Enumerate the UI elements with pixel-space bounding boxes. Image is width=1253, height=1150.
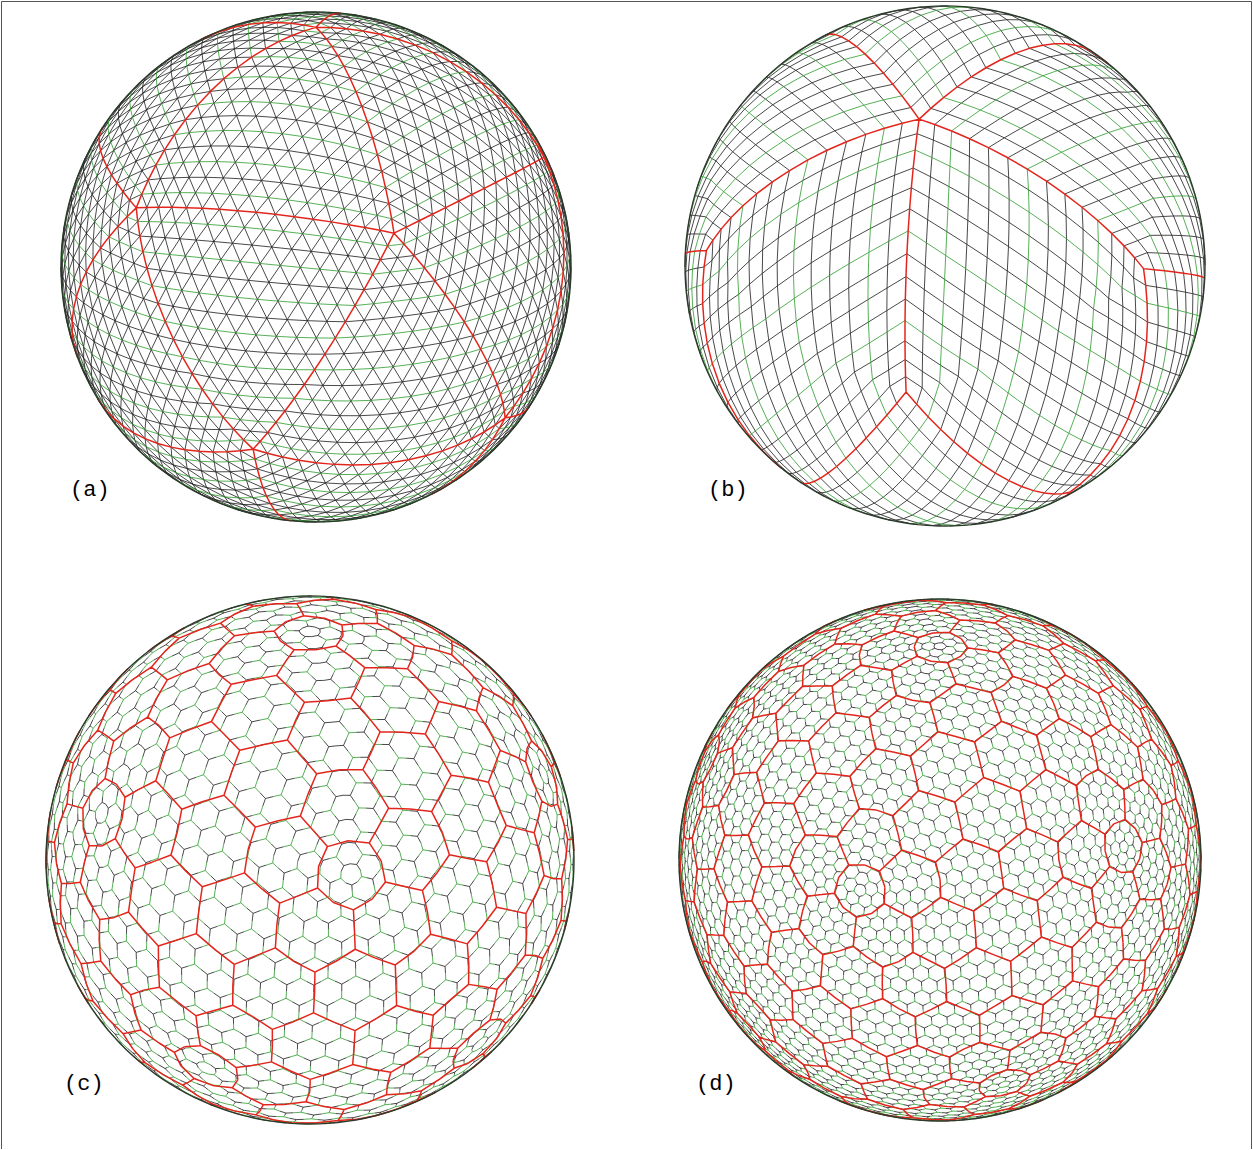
grid-lines <box>679 599 1201 1120</box>
sphere-outline <box>46 596 574 1124</box>
sphere-mesh <box>46 596 574 1124</box>
grid-lines <box>46 596 574 1124</box>
panel-label: (b) <box>706 478 750 504</box>
grid-lines <box>72 13 564 521</box>
panel-label: (d) <box>694 1072 738 1098</box>
grid-lines <box>62 12 571 521</box>
panel-label: (c) <box>62 1072 106 1098</box>
sphere-outline <box>679 599 1201 1121</box>
grid-lines <box>61 12 571 522</box>
grid-lines <box>679 599 1201 1121</box>
grid-lines <box>46 597 574 1124</box>
grid-lines <box>679 599 1201 1121</box>
sphere-mesh <box>685 6 1205 526</box>
sphere-mesh <box>61 12 571 522</box>
grid-lines <box>685 6 1205 526</box>
grid-lines <box>686 6 1200 525</box>
grid-lines <box>46 596 574 1124</box>
sphere-outline <box>61 12 571 522</box>
grid-lines <box>685 34 1204 497</box>
sphere-mesh <box>679 599 1201 1121</box>
panel-label: (a) <box>68 478 112 504</box>
sphere-outline <box>685 6 1205 526</box>
